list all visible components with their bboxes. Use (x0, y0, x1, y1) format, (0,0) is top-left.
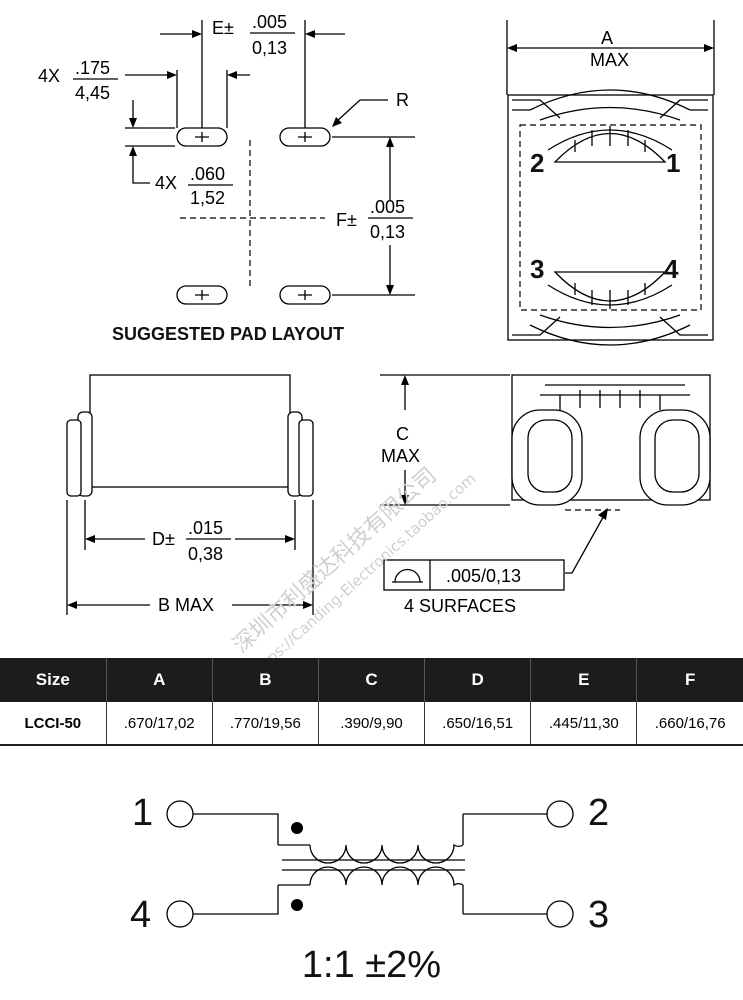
w-num: .175 (75, 58, 110, 78)
surfaces-label: 4 SURFACES (404, 596, 516, 616)
a-label: A (601, 28, 613, 48)
w-den: 4,45 (75, 83, 110, 103)
end-winding-right (639, 409, 711, 506)
core-outline (519, 124, 702, 311)
schematic-pin-2: 2 (588, 792, 610, 834)
pad-bottom-right (279, 285, 331, 305)
cell-f: .660/16,76 (636, 702, 743, 746)
f-num: .005 (370, 197, 405, 217)
top-view-body (507, 94, 714, 341)
cell-a: .670/17,02 (106, 702, 213, 746)
side-view: D± .015 0,38 B MAX (66, 374, 314, 615)
cell-b: .770/19,56 (212, 702, 319, 746)
schematic (166, 800, 574, 928)
w-prefix: 4X (38, 66, 60, 86)
a-max: MAX (590, 50, 629, 70)
table-header-row: Size A B C D E F (0, 658, 743, 702)
turns-ratio: 1:1 ±2% (301, 944, 442, 986)
col-header-a: A (106, 658, 213, 702)
e-num: .005 (252, 12, 287, 32)
col-header-size: Size (0, 658, 107, 702)
e-den: 0,13 (252, 38, 287, 58)
side-view-body (89, 374, 291, 488)
c-label: C (396, 424, 409, 444)
svg-text:深圳市利盛达科技有限公司: 深圳市利盛达科技有限公司 (229, 463, 442, 658)
pin-label-2: 2 (530, 148, 544, 178)
terminal-2 (546, 800, 574, 828)
top-winding-leads (193, 813, 547, 845)
bottom-coil (553, 271, 667, 302)
d-label: D± (152, 529, 175, 549)
col-header-e: E (530, 658, 638, 702)
side-terminal-right-outer (298, 419, 314, 497)
schematic-pin-4: 4 (130, 894, 152, 936)
table-row: LCCI-50 .670/17,02 .770/19,56 .390/9,90 … (0, 702, 743, 746)
schematic-pin-1: 1 (132, 792, 154, 834)
pad-layout-title: SUGGESTED PAD LAYOUT (112, 324, 344, 344)
flatness-frame (383, 559, 565, 591)
pad-bottom-left (176, 285, 228, 305)
svg-text:https://Canding-Electronics.ta: https://Canding-Electronics.taobao.com (247, 469, 479, 681)
bottom-winding-coil (309, 866, 464, 887)
pin-label-1: 1 (666, 148, 680, 178)
col-header-d: D (424, 658, 532, 702)
top-coil (553, 132, 667, 163)
terminal-4 (166, 900, 194, 928)
schematic-pin-3: 3 (588, 894, 610, 936)
side-terminal-left-outer (66, 419, 82, 497)
polarity-dot-top (291, 822, 303, 834)
terminal-1 (166, 800, 194, 828)
bottom-winding-leads (193, 885, 547, 915)
flatness-symbol-icon (392, 568, 423, 583)
watermark: 深圳市利盛达科技有限公司 https://Canding-Electronics… (229, 463, 480, 681)
dimensions-table: Size A B C D E F LCCI-50 .670/17,02 .770… (0, 658, 743, 746)
col-header-c: C (318, 658, 426, 702)
pin-label-4: 4 (664, 254, 679, 284)
d-num: .015 (188, 518, 223, 538)
pad-layout: E± .005 0,13 4X .175 4,45 4X .060 1,52 R… (38, 12, 415, 344)
b-label: B MAX (158, 595, 214, 615)
e-label: E± (212, 18, 234, 38)
d-den: 0,38 (188, 544, 223, 564)
col-header-f: F (636, 658, 743, 702)
cell-c: .390/9,90 (318, 702, 426, 746)
end-view: C MAX .005/0,13 4 SURFACES (380, 374, 711, 616)
col-header-b: B (212, 658, 319, 702)
f-den: 0,13 (370, 222, 405, 242)
polarity-dot-bottom (291, 899, 303, 911)
h-den: 1,52 (190, 188, 225, 208)
top-view: A MAX 2 1 3 4 (506, 20, 715, 346)
h-num: .060 (190, 164, 225, 184)
c-max: MAX (381, 446, 420, 466)
pin-label-3: 3 (530, 254, 544, 284)
cell-e: .445/11,30 (530, 702, 638, 746)
flatness-value: .005/0,13 (446, 566, 521, 586)
terminal-3 (546, 900, 574, 928)
cell-size: LCCI-50 (0, 702, 107, 746)
cell-d: .650/16,51 (424, 702, 532, 746)
r-label: R (396, 90, 409, 110)
f-label: F± (336, 210, 357, 230)
h-prefix: 4X (155, 173, 177, 193)
